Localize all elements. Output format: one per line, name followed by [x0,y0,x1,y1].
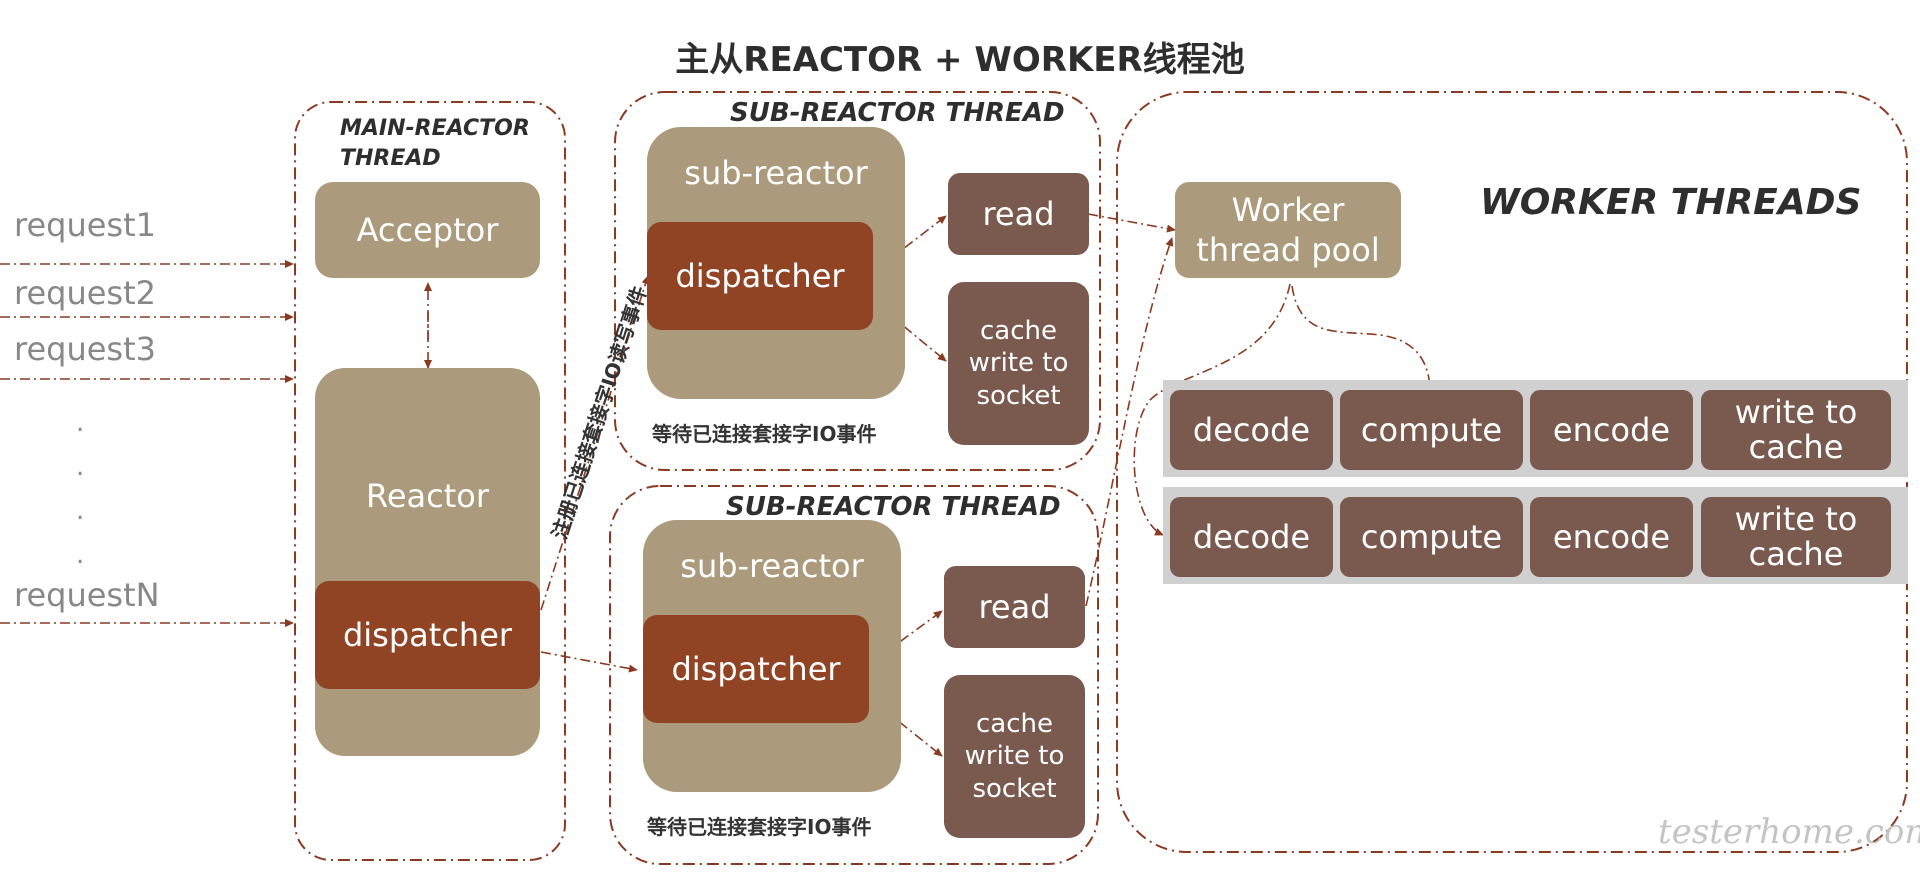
compute-box: compute [1340,390,1523,470]
encode-box: encode [1530,497,1693,577]
sub-reactor-1-read-box: read [948,173,1089,255]
request1-label: request1 [14,206,156,244]
sub-reactor-2-caption: 等待已连接套接字IO事件 [647,815,872,839]
cache-write-line2: write to [964,741,1065,772]
sub1-read-to-worker-arrow [1087,213,1176,233]
sub2-read-to-worker-arrow [1085,237,1174,607]
sub-reactor-thread-2-group [609,485,1099,865]
cache-write-line3: socket [976,380,1061,411]
encode-box: encode [1530,390,1693,470]
sub-reactor-2-read-box: read [944,566,1085,648]
compute-box: compute [1340,497,1523,577]
main-dispatcher-box: dispatcher [315,581,540,689]
worker-to-compute-arrow [1291,285,1434,389]
cache-write-line1: cache [980,315,1057,346]
sub-reactor-1-dispatcher-box: dispatcher [647,222,873,330]
sub-reactor-1-section-title: SUB-REACTOR THREAD [730,98,1065,128]
worker-threads-section-title: WORKER THREADS [1480,182,1862,223]
sub-reactor-thread-1-group [614,91,1101,471]
write-cache-line1: write to [1734,499,1858,538]
worker-pool-line1: Worker [1231,191,1345,229]
write-to-cache-box: write to cache [1701,497,1891,577]
main-reactor-section-title: MAIN-REACTOR THREAD [340,114,530,174]
requestN-label: requestN [14,576,160,614]
main-reactor-title-line2: THREAD [340,146,441,171]
reactor-box: Reactor [315,368,540,756]
request3-label: request3 [14,330,156,368]
worker-thread-pool-box: Worker thread pool [1175,182,1401,278]
sub-reactor-1-label: sub-reactor [684,154,868,192]
write-cache-line2: cache [1748,535,1844,573]
reactor-label: Reactor [366,477,489,515]
ellipsis-dot: . [76,452,85,482]
sub-reactor-1-caption: 等待已连接套接字IO事件 [652,422,877,446]
decode-box: decode [1170,390,1333,470]
main-reactor-thread-group [294,101,566,861]
watermark: testerhome.com [1658,812,1920,852]
decode-box: decode [1170,497,1333,577]
main-reactor-title-line1: MAIN-REACTOR [340,116,530,141]
sub-reactor-2-dispatcher-box: dispatcher [643,615,869,723]
request2-label: request2 [14,274,156,312]
sub-reactor-1-cache-write-box: cache write to socket [948,282,1089,445]
write-to-cache-box: write to cache [1701,390,1891,470]
acceptor-box: Acceptor [315,182,540,278]
diagram-title: 主从REACTOR + WORKER线程池 [675,40,1245,80]
cache-write-line1: cache [976,708,1053,739]
ellipsis-dot: . [76,540,85,570]
cache-write-line2: write to [968,348,1069,379]
dispatch-to-sub2-arrow [540,651,638,673]
sub-reactor-2-section-title: SUB-REACTOR THREAD [726,492,1061,522]
ellipsis-dot: . [76,496,85,526]
sub-reactor-2-label: sub-reactor [680,547,864,585]
ellipsis-dot: . [76,408,85,438]
sub-reactor-2-cache-write-box: cache write to socket [944,675,1085,838]
write-cache-line1: write to [1734,392,1858,431]
register-io-arrow [540,275,650,611]
worker-to-row2-arrow [1133,283,1291,536]
cache-write-line3: socket [972,773,1057,804]
write-cache-line2: cache [1748,428,1844,466]
worker-pool-line2: thread pool [1196,231,1380,269]
